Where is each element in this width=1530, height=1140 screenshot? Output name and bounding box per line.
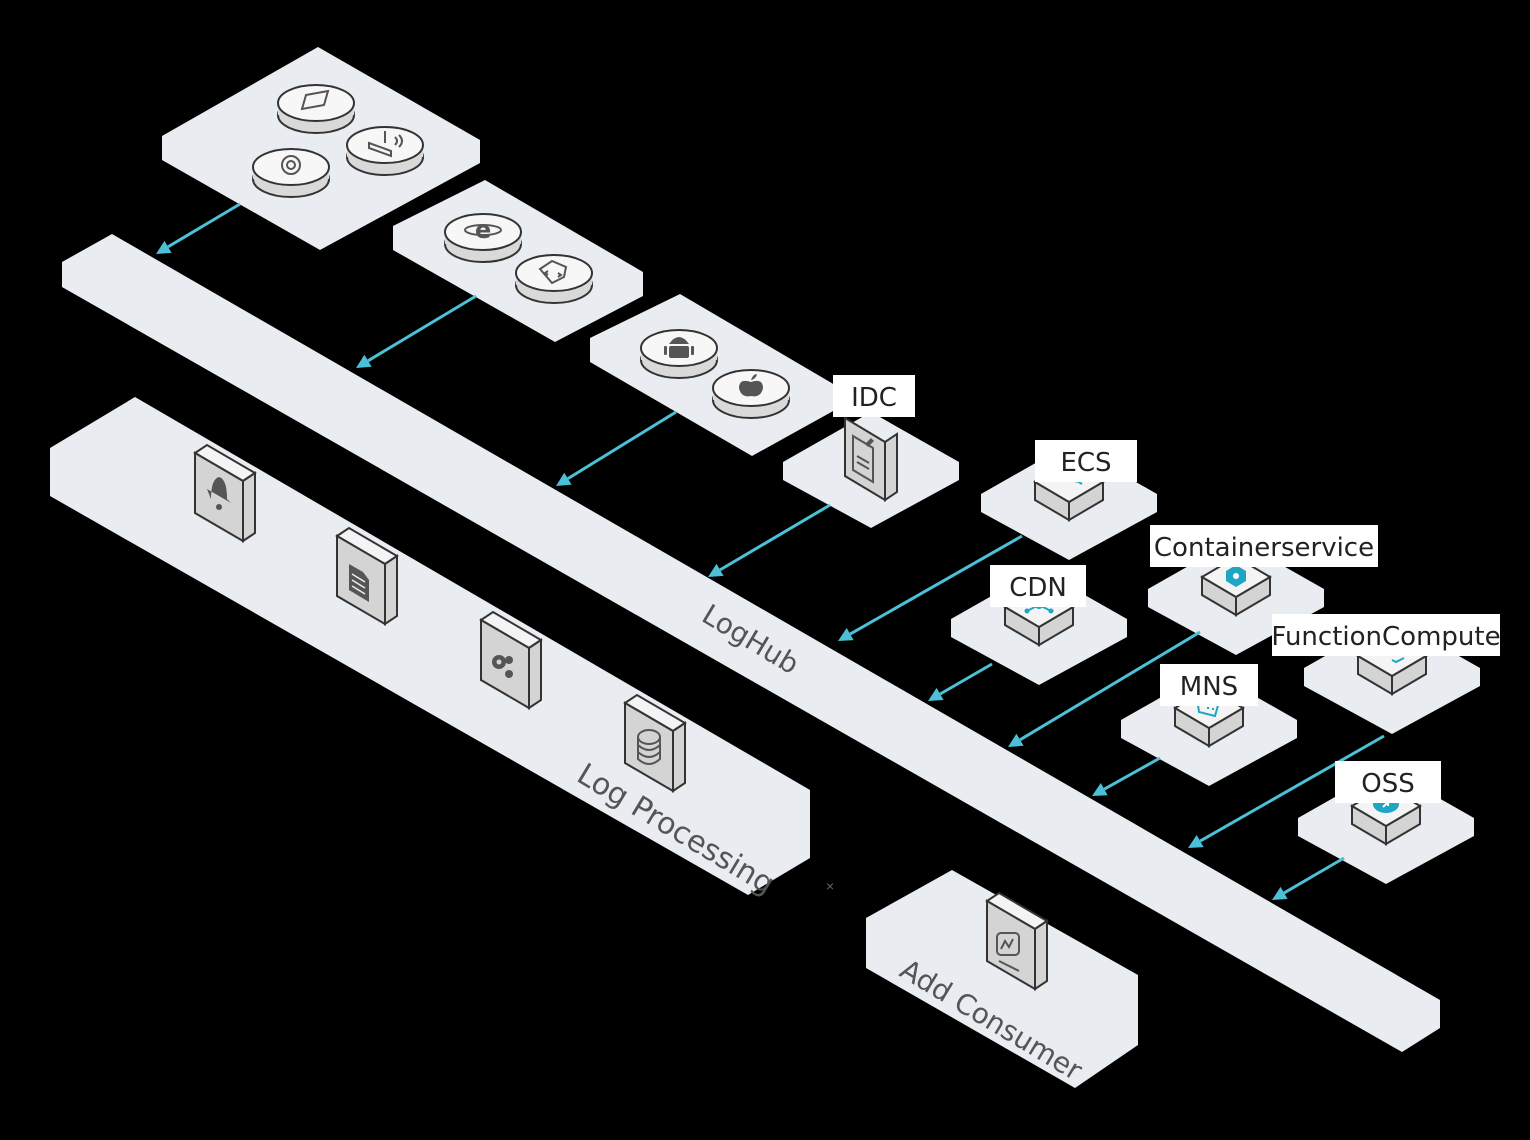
processing-item-alert[interactable] [193, 443, 257, 543]
apple-icon [739, 374, 763, 397]
arrowhead [1272, 886, 1288, 900]
arrowhead [1188, 834, 1204, 848]
os-apple[interactable] [712, 369, 790, 419]
document-edit-icon [852, 434, 874, 484]
add-consumer-panel[interactable]: Add Consumer [866, 870, 1138, 1088]
gears-icon [492, 655, 513, 678]
source-group-web: e [393, 180, 643, 342]
service-idc[interactable] [783, 412, 959, 528]
flow-arrow [1008, 630, 1201, 747]
service-label: ECS [1035, 440, 1137, 482]
arrows-layer [156, 202, 1385, 900]
code-file[interactable] [515, 254, 593, 304]
arrowhead [1008, 733, 1024, 747]
flow-arrow [356, 294, 477, 368]
browser-ie[interactable]: e [444, 213, 522, 263]
processing-item-database[interactable] [623, 693, 687, 793]
service-label-text: ECS [1060, 448, 1111, 478]
service-label-text: IDC [851, 383, 897, 413]
flow-arrow [1188, 734, 1385, 848]
arrowhead [356, 354, 372, 368]
source-group-devices [162, 47, 480, 250]
arrowhead [556, 472, 572, 486]
android-icon [664, 337, 694, 358]
flow-arrow [1092, 756, 1161, 796]
container-hex-icon [1226, 565, 1246, 587]
internet-explorer-icon: e [464, 216, 502, 244]
device-iot[interactable] [252, 148, 330, 198]
service-label: FunctionCompute [1271, 614, 1501, 656]
service-label-text: FunctionCompute [1271, 622, 1500, 652]
iot-signal-icon [281, 155, 301, 175]
device-router[interactable] [346, 126, 424, 176]
service-label: OSS [1335, 761, 1441, 803]
service-label: Containerservice [1150, 525, 1378, 567]
arrowhead [928, 687, 944, 701]
device-mobile[interactable] [277, 84, 355, 134]
service-label: MNS [1160, 664, 1258, 706]
mobile-icon [300, 89, 330, 111]
arrowhead [156, 240, 172, 254]
consumer-item[interactable] [985, 891, 1049, 991]
service-label-text: MNS [1180, 672, 1238, 702]
stray-mark: × [826, 878, 834, 894]
monitor-chart-icon [996, 932, 1020, 972]
service-label-text: CDN [1009, 573, 1067, 603]
arrowhead [708, 563, 724, 577]
service-label: IDC [833, 375, 915, 417]
processing-item-gears[interactable] [479, 610, 543, 710]
os-android[interactable] [640, 329, 718, 379]
service-label-text: Containerservice [1154, 533, 1374, 563]
flow-arrow [708, 503, 831, 577]
flow-arrow [556, 410, 677, 486]
flow-arrow [928, 662, 993, 701]
flow-arrow [838, 534, 1023, 641]
service-label: CDN [990, 565, 1086, 607]
processing-item-document[interactable] [335, 526, 399, 626]
arrowhead [838, 627, 854, 641]
service-label-text: OSS [1361, 769, 1414, 799]
code-file-icon [538, 259, 568, 285]
svg-text:e: e [475, 216, 491, 244]
database-icon [637, 729, 661, 765]
document-icon [349, 564, 369, 602]
bell-icon [207, 477, 231, 510]
flow-arrow [1272, 856, 1345, 900]
flow-arrow [156, 202, 241, 254]
source-group-mobile-os [590, 294, 835, 456]
router-wifi-icon [368, 131, 403, 158]
arrowhead [1092, 783, 1108, 796]
